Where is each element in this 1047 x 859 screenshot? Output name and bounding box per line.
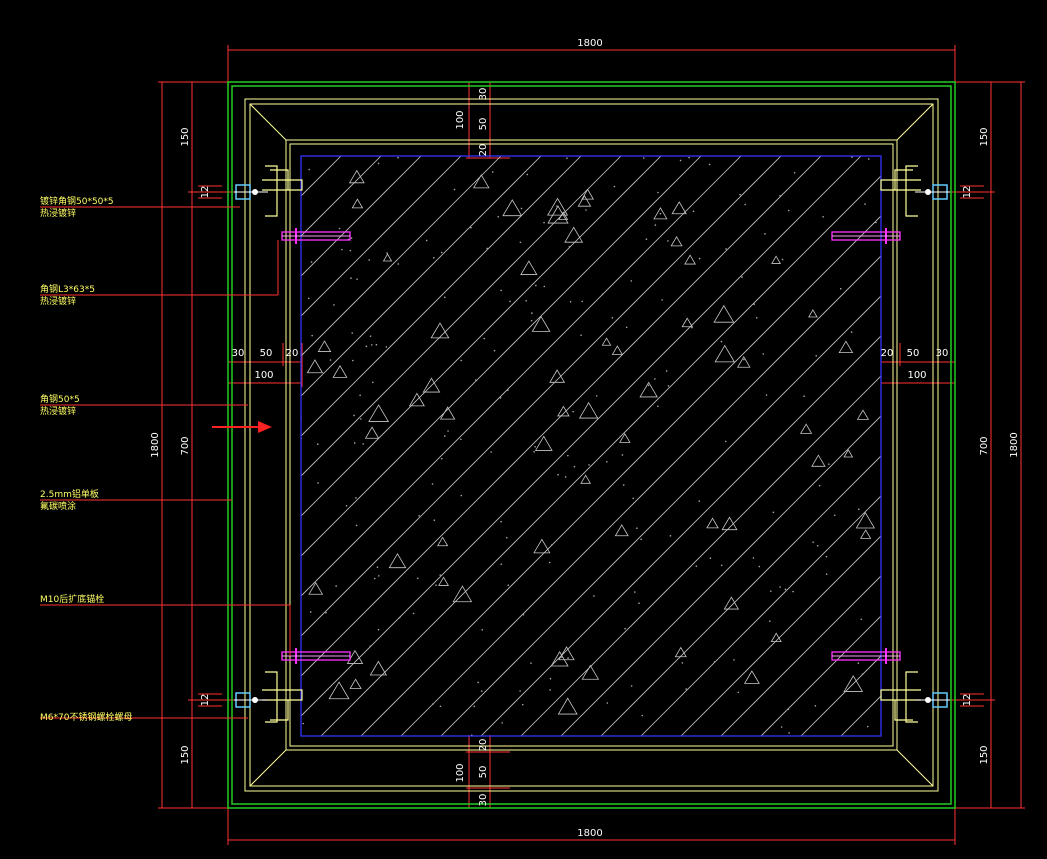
hatch-pattern <box>301 156 881 736</box>
dim-left-c: 20 <box>286 348 299 359</box>
dim-right-a: 20 <box>881 348 894 359</box>
bolt-bottom-right <box>831 648 901 664</box>
dim-right-bottom: 150 <box>979 745 990 764</box>
callout-1-line2: 热浸镀锌 <box>40 207 76 219</box>
dim-right-b: 50 <box>907 348 920 359</box>
dim-left-b: 50 <box>260 348 273 359</box>
dim-bottom-a: 20 <box>478 739 489 752</box>
dim-right-c: 30 <box>936 348 949 359</box>
callout-2-line2: 热浸镀锌 <box>40 295 76 307</box>
glass-panel-outline <box>300 155 882 737</box>
dim-top-c: 20 <box>478 144 489 157</box>
dim-bottom-c: 30 <box>478 794 489 807</box>
bracket-top-right <box>880 165 950 217</box>
dim-top-a: 30 <box>478 88 489 101</box>
dim-top-sum: 100 <box>455 110 466 129</box>
dim-bottom-total: 1800 <box>577 828 602 839</box>
callout-leaders <box>40 206 291 719</box>
dim-anchor-tl: 12 <box>200 186 211 199</box>
dim-left-mid: 700 <box>180 436 191 455</box>
dim-right-mid: 700 <box>979 436 990 455</box>
dim-left-total: 1800 <box>150 432 161 457</box>
dim-bottom-sum: 100 <box>455 763 466 782</box>
dim-top-total: 1800 <box>577 38 602 49</box>
bolt-top-left <box>281 228 351 244</box>
bracket-bottom-right <box>880 671 950 723</box>
section-arrow-icon <box>212 421 272 433</box>
dim-right-top: 150 <box>979 127 990 146</box>
callout-2-line1: 角钢L3*63*5 <box>40 283 95 295</box>
dim-bottom-b: 50 <box>478 766 489 779</box>
bracket-bottom-left <box>234 671 303 723</box>
outer-frame <box>227 81 956 809</box>
dimension-lines <box>158 45 1025 845</box>
dim-anchor-br: 12 <box>962 694 973 707</box>
dim-anchor-tr: 12 <box>962 186 973 199</box>
callout-4-line1: 2.5mm铝单板 <box>40 488 99 500</box>
dim-left-top: 150 <box>180 127 191 146</box>
callout-4-line2: 氟碳喷涂 <box>40 500 76 512</box>
bolt-top-right <box>831 228 901 244</box>
panel-frame <box>244 98 939 792</box>
callout-6-line1: M6*70不锈钢螺栓螺母 <box>40 711 132 723</box>
bolt-bottom-left <box>281 648 351 664</box>
callout-5-line1: M10后扩底锚栓 <box>40 593 104 605</box>
dim-left-bottom: 150 <box>180 745 191 764</box>
callout-1-line1: 镀锌角钢50*50*5 <box>40 195 114 207</box>
dim-top-b: 50 <box>478 118 489 131</box>
dim-right-sum: 100 <box>907 370 926 381</box>
callout-3-line1: 角钢50*5 <box>40 393 80 405</box>
dim-right-total: 1800 <box>1009 432 1020 457</box>
dim-left-a: 30 <box>232 348 245 359</box>
dim-left-sum: 100 <box>254 370 273 381</box>
bracket-top-left <box>234 165 303 217</box>
callout-3-line2: 热浸镀锌 <box>40 405 76 417</box>
dim-anchor-bl: 12 <box>200 694 211 707</box>
